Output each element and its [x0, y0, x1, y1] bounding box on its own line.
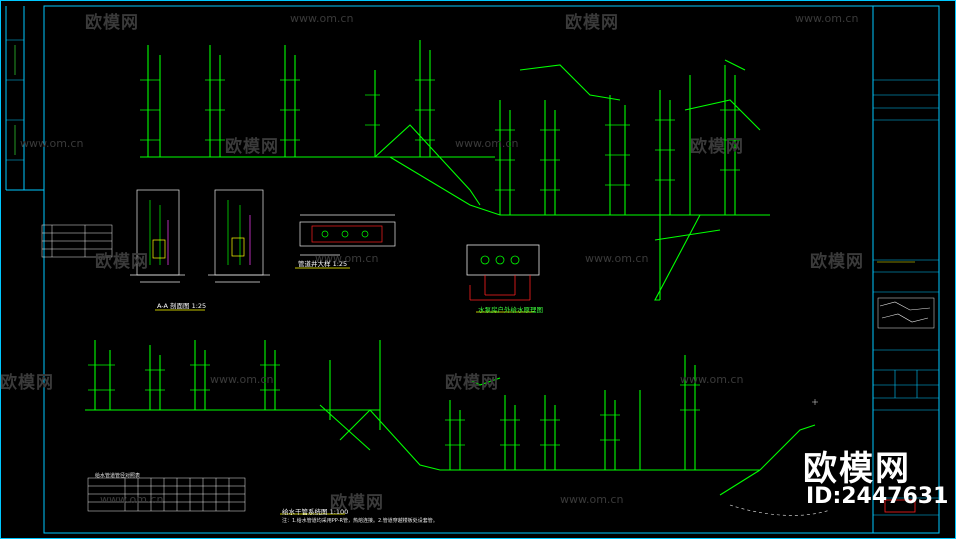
watermark-brand: 欧模网: [690, 137, 744, 157]
riser-title-bottom: 给水干管系统图 1:100: [282, 508, 349, 516]
bottom-note: 注：1.给水管道均采用PP-R管，热熔连接。2.管道穿越楼板处设套管。: [282, 518, 438, 524]
watermark-brand: 欧模网: [85, 13, 139, 33]
cross-mark: [812, 399, 818, 405]
watermark-url: www.om.cn: [100, 493, 164, 506]
watermark-brand: 欧模网: [330, 493, 384, 513]
watermark-url: www.om.cn: [210, 373, 274, 386]
riser-system-lower: [85, 340, 816, 496]
left-margin-strip: [6, 39, 24, 161]
pipe-size-table: [87, 477, 246, 512]
stamp-id: ID:2447631: [806, 484, 949, 509]
title-block: [873, 79, 939, 516]
detail-title: 管道井大样 1:25: [298, 260, 348, 268]
section-title: A-A 剖面图 1:25: [157, 302, 207, 310]
watermark-brand: 欧模网: [810, 252, 864, 272]
watermark-url: www.om.cn: [795, 12, 859, 25]
section-a-a: [130, 189, 270, 311]
watermark-brand: 欧模网: [565, 13, 619, 33]
watermark-url: www.om.cn: [560, 493, 624, 506]
watermark-url: www.om.cn: [290, 12, 354, 25]
watermark-brand: 欧模网: [225, 137, 279, 157]
legend-table: [41, 224, 113, 258]
watermark-url: www.om.cn: [585, 252, 649, 265]
pipe-well-detail: [295, 214, 396, 269]
branch-fittings-lower: [88, 364, 700, 446]
watermark-url: www.om.cn: [315, 252, 379, 265]
table-title: 给水管道管径对照表: [95, 473, 141, 479]
watermark-url: www.om.cn: [455, 137, 519, 150]
pump-title: 水泵房户外给水原理图: [478, 306, 543, 314]
watermark-url: www.om.cn: [680, 373, 744, 386]
watermark-url: www.om.cn: [20, 137, 84, 150]
branch-fittings-upper: [140, 79, 740, 191]
riser-system-upper: [140, 40, 770, 301]
watermark-brand: 欧模网: [0, 373, 54, 393]
boundary-curve: [729, 504, 831, 516]
watermark-brand: 欧模网: [95, 252, 149, 272]
stamp-brand: 欧模网: [803, 449, 911, 489]
pump-room-diagram: [466, 244, 540, 313]
watermark-brand: 欧模网: [445, 373, 499, 393]
